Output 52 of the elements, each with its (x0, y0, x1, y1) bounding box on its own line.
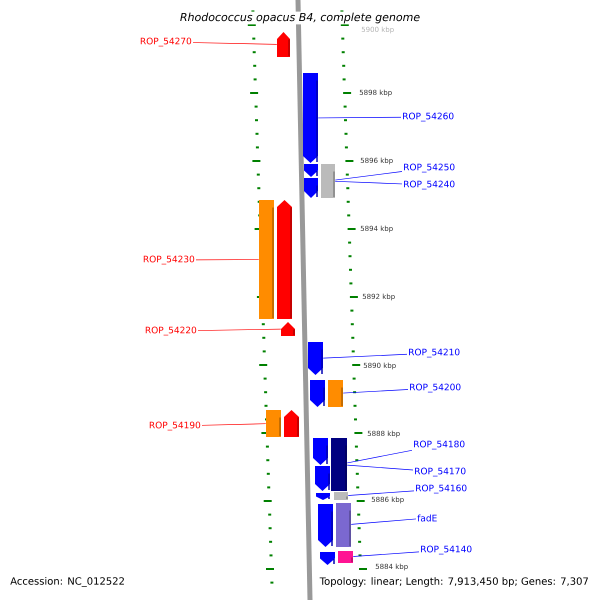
genome-info-text: Topology: linear; Length: 7,913,450 bp; Genes: 7,307 (318, 576, 590, 588)
gene-label: ROP_54180 (414, 440, 464, 450)
gene-label: ROP_54260 (403, 112, 454, 122)
gene-feature (328, 380, 343, 407)
gene-feature (308, 342, 323, 375)
gene-feature (277, 32, 290, 57)
gene-label: ROP_54220 (146, 326, 196, 336)
leader-line (350, 518, 416, 525)
gene-label: ROP_54200 (410, 384, 460, 392)
gene-feature (284, 410, 299, 437)
gene-feature (310, 380, 325, 407)
leader-line (352, 552, 420, 557)
accession-text: Accession: NC_012522 (9, 576, 126, 588)
leader-line (348, 490, 414, 496)
gene-label: ROP_54210 (409, 348, 460, 358)
gene-feature (304, 164, 318, 177)
leader-line (346, 450, 412, 464)
gene-label: ROP_54270 (140, 38, 192, 46)
gene-feature (313, 438, 328, 465)
leader-line (202, 423, 266, 426)
gene-feature (315, 466, 330, 491)
leader-line (346, 464, 414, 470)
leader-line (192, 42, 278, 45)
gene-feature (318, 504, 333, 547)
gene-feature (334, 492, 348, 500)
leader-line (342, 389, 408, 394)
leader-line (322, 354, 408, 358)
gene-label: ROP_54160 (416, 484, 466, 494)
gene-feature (316, 493, 330, 500)
gene-feature (281, 322, 295, 336)
gene-label: ROP_54250 (404, 164, 454, 172)
leader-line (334, 180, 402, 184)
leader-line (198, 328, 282, 331)
leader-line (334, 171, 402, 180)
leader-line (318, 116, 402, 118)
leader-line (196, 259, 260, 260)
gene-feature (320, 552, 335, 565)
gene-feature (338, 551, 353, 563)
gene-feature (321, 164, 335, 198)
title: Rhodococcus opacus B4, complete genome (178, 12, 422, 24)
gene-feature (336, 503, 351, 547)
gene-feature (277, 200, 292, 319)
gene-label: ROP_54230 (144, 256, 194, 264)
gene-label: ROP_54240 (404, 180, 454, 190)
gene-label: ROP_54140 (421, 546, 472, 554)
gene-feature (259, 200, 274, 319)
gene-label: fadE (417, 514, 437, 522)
gene-label: ROP_54170 (415, 468, 466, 476)
gene-feature (266, 410, 281, 437)
gene-label: ROP_54190 (150, 422, 200, 430)
gene-feature (304, 178, 318, 198)
gene-feature (331, 438, 347, 491)
